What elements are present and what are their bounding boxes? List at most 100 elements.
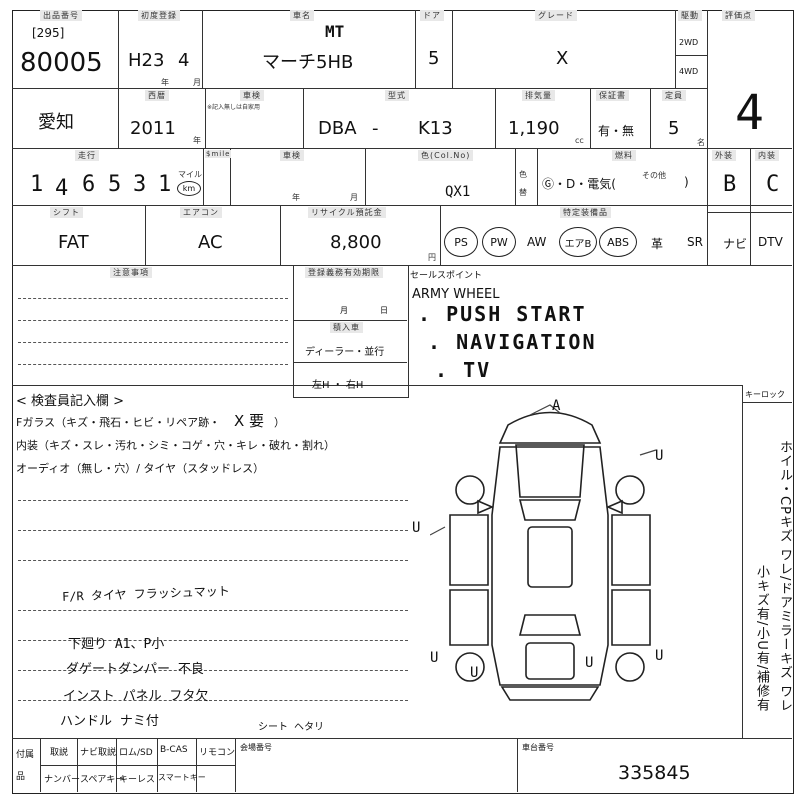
recycle-value: 8,800 (330, 232, 382, 253)
handle-side: 左H ・ 右H (312, 380, 364, 391)
inspector-audio-tire: オーディオ（無し・穴）/ タイヤ（スタッドレス） (16, 462, 265, 475)
rear-glass-outline (518, 614, 582, 636)
col-divider (202, 10, 203, 88)
warranty-value: 有・無 (598, 124, 635, 138)
drive-2wd: 2WD (679, 38, 699, 47)
grade-label: グレード (535, 10, 577, 21)
ac-label: エアコン (180, 207, 222, 218)
hand-note: インスト パネル フタ欠 (63, 689, 209, 704)
lot-number: 80005 (20, 48, 103, 78)
drive-4wd: 4WD (679, 67, 699, 76)
mirror-right (605, 499, 623, 515)
keylock-divider (742, 402, 792, 403)
fuel-label: 燃料 (612, 150, 636, 161)
hand-mark-rf (639, 449, 657, 456)
equipment-leather: 革 (651, 237, 664, 251)
car-name-annotation: MT (325, 22, 345, 41)
hand-mark-left (430, 526, 446, 536)
dollar-mile-label: $mile (205, 150, 232, 158)
keylock-label: キーロック (745, 390, 785, 399)
car-name-label: 車名 (290, 10, 314, 21)
equipment-label: 特定装備品 (560, 207, 611, 218)
damage-mark-u: U (412, 520, 421, 536)
first-reg-label: 初度登録 (138, 10, 180, 21)
col-divider (537, 148, 538, 205)
inspector-line (18, 670, 408, 671)
accessory-navi-manual: ナビ取説 (80, 748, 117, 758)
damage-mark-u: U (655, 448, 664, 464)
fuel-other: その他 (642, 171, 666, 180)
region: 愛知 (38, 112, 74, 133)
sales-tv: . TV (435, 358, 492, 382)
model-code: K13 (418, 118, 453, 139)
exterior-grade: B (723, 172, 737, 197)
equipment-aw: AW (527, 235, 547, 249)
capacity-label: 定員 (662, 90, 686, 101)
rear-bumper-outline (500, 686, 600, 701)
trunk-outline (525, 642, 575, 680)
capacity: 5 (668, 118, 680, 139)
col-divider (707, 10, 708, 266)
accessory-spare-key: スペアキー (80, 775, 125, 785)
color-code: QX1 (445, 184, 471, 200)
wheel-right-front (615, 475, 645, 505)
col-divider (230, 148, 231, 205)
col-divider (145, 205, 146, 265)
equipment-navi: ナビ (723, 237, 748, 251)
mileage-digit: 3 (133, 172, 147, 197)
score-label: 評価点 (722, 10, 755, 21)
hand-note: 下廻り A1、P小 (68, 637, 165, 652)
roof-outline (527, 526, 573, 588)
auction-sheet-frame (12, 10, 794, 794)
col-divider (495, 88, 496, 148)
capacity-unit: 名 (697, 138, 705, 147)
inspection-note: ※記入無しは自家用 (207, 104, 261, 111)
doors-value: 5 (428, 48, 440, 69)
displacement: 1,190 (508, 118, 560, 139)
yen-unit: 円 (428, 253, 436, 262)
first-reg-year: H23 (128, 50, 165, 71)
accessory-manual: 取説 (50, 748, 69, 758)
recycle-label: リサイクル預託金 (308, 207, 386, 218)
hand-note: シート ヘタリ (258, 722, 325, 733)
inspector-interior: 内装（キズ・スレ・汚れ・シミ・コゲ・穴・キレ・破れ・割れ） (16, 439, 335, 452)
fuel-close: ) (684, 175, 689, 189)
mirror-left (477, 499, 495, 515)
equipment-sunroof: SR (687, 235, 703, 249)
warranty-label: 保証書 (596, 90, 629, 101)
color-label: 色(Col.No) (418, 150, 474, 161)
col-divider (742, 385, 743, 738)
grade-value: X (556, 48, 569, 69)
row-divider (707, 212, 792, 213)
registration-divider (293, 320, 407, 321)
col-divider (440, 205, 441, 265)
damage-mark-u: U (585, 655, 594, 671)
year-unit-2: 年 (193, 136, 201, 145)
caution-line (18, 298, 288, 299)
wheel-left-rear (455, 652, 485, 682)
accessory-number: ナンバー (44, 775, 81, 785)
col-divider (235, 738, 236, 792)
col-divider (196, 738, 197, 792)
col-divider (280, 205, 281, 265)
drive-label: 駆動 (678, 10, 702, 21)
score-value: 4 (735, 85, 764, 141)
lot-code: [295] (32, 26, 65, 40)
car-name: マーチ5HB (262, 52, 354, 73)
col-divider (365, 148, 366, 205)
year-unit: 年 (161, 78, 169, 87)
hand-mark-front (529, 404, 561, 416)
col-divider (118, 10, 119, 148)
doors-label: ドア (420, 10, 444, 21)
row-divider (12, 738, 792, 739)
col-divider (675, 10, 676, 88)
col-divider (116, 738, 117, 792)
month-unit: 月 (193, 78, 201, 87)
accessory-bcas: B-CAS (160, 745, 188, 755)
mileage-digit: 5 (108, 172, 122, 197)
equipment-dtv: DTV (758, 235, 783, 249)
left-front-door-outline (449, 514, 489, 586)
equipment-abs-circled: ABS (599, 227, 637, 257)
inspector-fglass-close: ） (274, 416, 285, 429)
chassis-number: 335845 (618, 762, 691, 784)
